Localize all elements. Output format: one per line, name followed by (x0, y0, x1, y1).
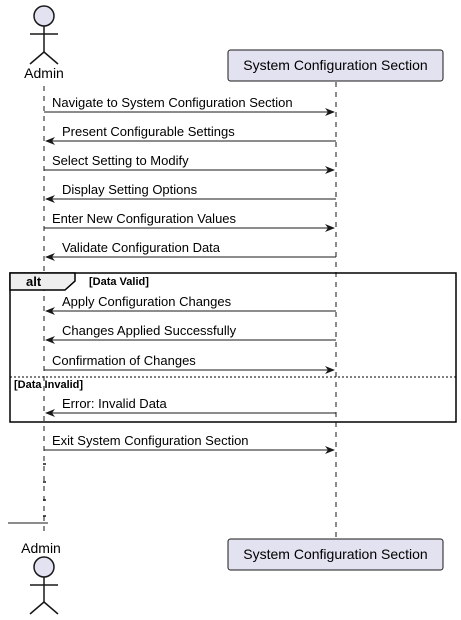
alt-keyword: alt (26, 274, 42, 289)
message-2: Present Configurable Settings (45, 124, 336, 145)
message-label: Display Setting Options (62, 182, 198, 197)
message-8: Changes Applied Successfully (45, 323, 336, 344)
alt-frame-tab (9, 272, 76, 291)
system-label: System Configuration Section (243, 57, 427, 73)
message-label: Present Configurable Settings (62, 124, 235, 139)
message-label: Navigate to System Configuration Section (52, 95, 293, 110)
message-10: Error: Invalid Data (45, 396, 336, 417)
admin-actor-top: Admin (24, 5, 64, 81)
message-6: Validate Configuration Data (45, 240, 336, 261)
message-label: Enter New Configuration Values (52, 211, 237, 226)
actor-stick-figure-icon (29, 556, 59, 615)
alt-guard-invalid: [Data Invalid] (14, 379, 83, 391)
message-label: Select Setting to Modify (52, 153, 189, 168)
system-label-bottom: System Configuration Section (243, 546, 427, 562)
message-label: Error: Invalid Data (62, 396, 168, 411)
message-7: Apply Configuration Changes (45, 294, 336, 315)
admin-actor-bottom: Admin (21, 540, 61, 615)
message-5: Enter New Configuration Values (44, 211, 335, 232)
message-label: Confirmation of Changes (52, 353, 196, 368)
message-label: Exit System Configuration Section (52, 433, 249, 448)
message-1: Navigate to System Configuration Section (44, 95, 335, 116)
system-participant-top: System Configuration Section (227, 49, 444, 82)
admin-label-bottom: Admin (21, 540, 61, 556)
alt-frame: alt [Data Valid] [Data Invalid] (9, 272, 457, 423)
message-label: Changes Applied Successfully (62, 323, 237, 338)
actor-stick-figure-icon (29, 5, 59, 65)
message-3: Select Setting to Modify (44, 153, 335, 174)
message-11: Exit System Configuration Section (44, 433, 335, 454)
message-label: Apply Configuration Changes (62, 294, 232, 309)
message-4: Display Setting Options (45, 182, 336, 203)
lifeline-continuation-marks (43, 463, 46, 517)
message-9: Confirmation of Changes (44, 353, 335, 374)
message-label: Validate Configuration Data (62, 240, 221, 255)
alt-guard-valid: [Data Valid] (89, 276, 149, 288)
system-participant-bottom: System Configuration Section (227, 538, 444, 571)
admin-label: Admin (24, 65, 64, 81)
